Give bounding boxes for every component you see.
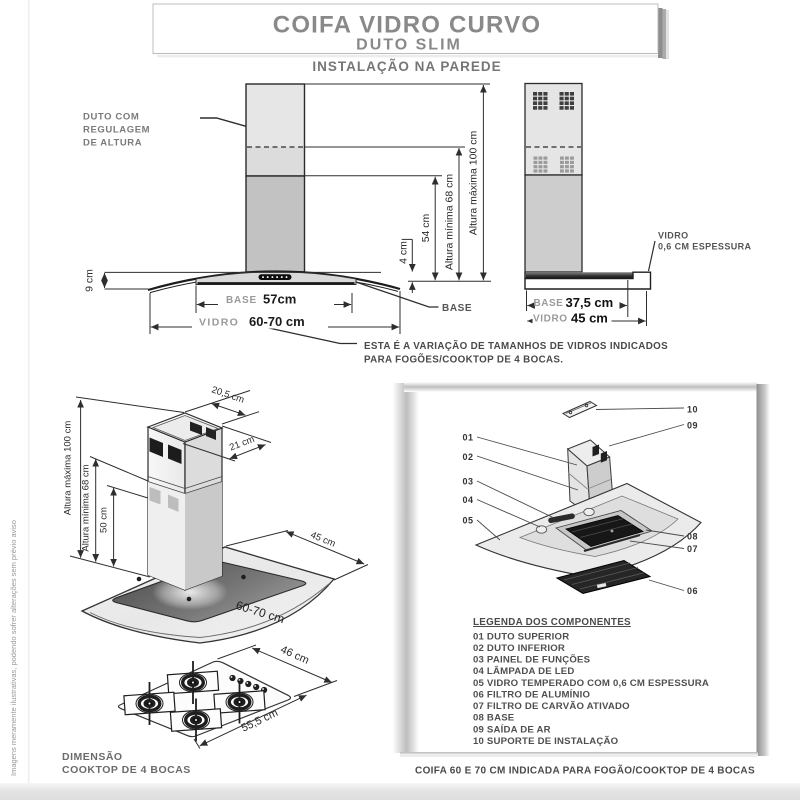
svg-text:02 DUTO INFERIOR: 02 DUTO INFERIOR	[473, 643, 565, 654]
svg-text:DUTO COM: DUTO COM	[83, 112, 139, 123]
svg-text:01 DUTO SUPERIOR: 01 DUTO SUPERIOR	[473, 631, 569, 642]
svg-text:06: 06	[687, 586, 698, 596]
svg-text:03: 03	[463, 477, 474, 487]
svg-text:VIDRO: VIDRO	[658, 231, 689, 241]
svg-text:COOKTOP DE 4 BOCAS: COOKTOP DE 4 BOCAS	[62, 764, 191, 776]
svg-text:Altura máxima 100 cm: Altura máxima 100 cm	[468, 131, 480, 236]
svg-text:60-70 cm: 60-70 cm	[249, 314, 305, 329]
svg-text:LEGENDA DOS COMPONENTES: LEGENDA DOS COMPONENTES	[473, 617, 631, 628]
svg-text:45 cm: 45 cm	[571, 311, 608, 326]
svg-text:08 BASE: 08 BASE	[473, 713, 515, 724]
svg-text:DIMENSÃO: DIMENSÃO	[62, 750, 123, 763]
svg-text:COIFA VIDRO CURVO: COIFA VIDRO CURVO	[273, 12, 541, 39]
svg-text:06 FILTRO DE ALUMÍNIO: 06 FILTRO DE ALUMÍNIO	[473, 689, 591, 701]
svg-text:02: 02	[463, 452, 474, 462]
svg-text:10 SUPORTE DE INSTALAÇÃO: 10 SUPORTE DE INSTALAÇÃO	[473, 736, 619, 747]
svg-text:9 cm: 9 cm	[84, 269, 96, 292]
svg-text:ESTA É A VARIAÇÃO DE TAMANHOS: ESTA É A VARIAÇÃO DE TAMANHOS DE VIDROS …	[364, 340, 668, 352]
svg-text:VIDRO: VIDRO	[199, 316, 239, 328]
svg-text:Altura mínima 68 cm: Altura mínima 68 cm	[81, 464, 92, 551]
svg-text:COIFA 60 E 70 CM INDICADA PARA: COIFA 60 E 70 CM INDICADA PARA FOGÃO/COO…	[415, 764, 755, 777]
svg-text:BASE: BASE	[442, 303, 472, 314]
svg-text:50 cm: 50 cm	[99, 507, 110, 533]
svg-text:Imagens meramente ilustrativas: Imagens meramente ilustrativas, podendo …	[9, 520, 18, 776]
svg-text:07 FILTRO DE CARVÃO ATIVADO: 07 FILTRO DE CARVÃO ATIVADO	[473, 701, 630, 712]
svg-text:09 SAÍDA DE AR: 09 SAÍDA DE AR	[473, 723, 551, 735]
svg-text:03 PAINEL DE FUNÇÕES: 03 PAINEL DE FUNÇÕES	[473, 655, 591, 666]
svg-text:BASE: BASE	[534, 298, 564, 309]
svg-text:INSTALAÇÃO NA PAREDE: INSTALAÇÃO NA PAREDE	[312, 59, 501, 74]
svg-text:07: 07	[687, 544, 698, 554]
svg-text:09: 09	[687, 421, 698, 431]
svg-text:10: 10	[687, 405, 698, 415]
svg-text:VIDRO: VIDRO	[533, 314, 568, 325]
svg-text:4 cm: 4 cm	[398, 241, 410, 264]
svg-text:04 LÂMPADA DE LED: 04 LÂMPADA DE LED	[473, 665, 574, 677]
svg-text:BASE: BASE	[226, 295, 257, 306]
svg-text:PARA FOGÕES/COOKTOP DE 4 BOCAS: PARA FOGÕES/COOKTOP DE 4 BOCAS.	[364, 355, 563, 366]
svg-text:37,5 cm: 37,5 cm	[566, 295, 614, 310]
svg-text:Altura mínima 68 cm: Altura mínima 68 cm	[444, 174, 456, 271]
svg-text:0,6 CM ESPESSURA: 0,6 CM ESPESSURA	[658, 242, 752, 252]
svg-text:REGULAGEM: REGULAGEM	[83, 125, 150, 136]
svg-text:DUTO SLIM: DUTO SLIM	[356, 37, 462, 54]
svg-text:DE ALTURA: DE ALTURA	[83, 138, 142, 149]
svg-text:01: 01	[463, 433, 474, 443]
svg-text:08: 08	[687, 532, 698, 542]
svg-text:Altura máxima 100 cm: Altura máxima 100 cm	[63, 421, 74, 516]
svg-text:54 cm: 54 cm	[420, 213, 432, 242]
svg-text:05: 05	[463, 516, 474, 526]
svg-text:04: 04	[463, 495, 474, 505]
svg-text:57cm: 57cm	[263, 292, 296, 307]
svg-text:05 VIDRO TEMPERADO COM 0,6 CM: 05 VIDRO TEMPERADO COM 0,6 CM ESPESSURA	[473, 678, 709, 689]
